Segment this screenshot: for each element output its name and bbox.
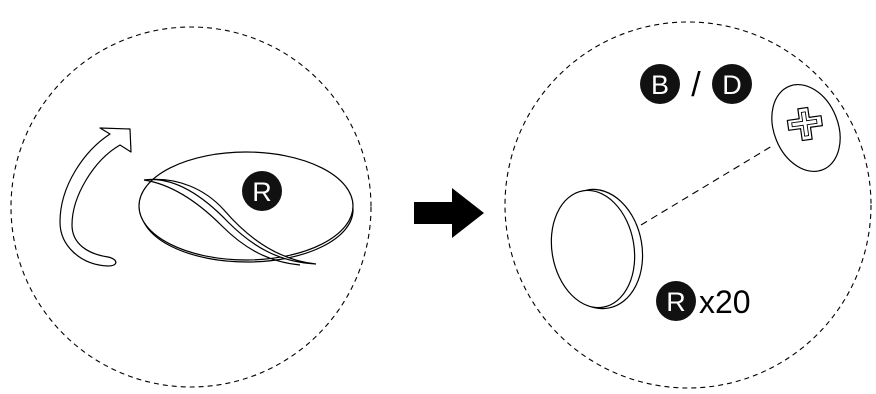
badge-b: B — [640, 64, 680, 104]
badge-r-left: R — [242, 171, 282, 211]
round-pad — [550, 188, 644, 310]
alignment-dashed-line — [640, 145, 773, 226]
right-step: B / D R x20 — [504, 21, 872, 389]
cross-recess-icon — [786, 106, 823, 142]
left-step: R — [10, 26, 372, 388]
svg-text:B: B — [651, 70, 669, 100]
svg-text:R: R — [666, 287, 686, 317]
badge-separator: / — [691, 66, 701, 104]
step-arrow-icon — [414, 188, 484, 238]
rotate-arrow-icon — [59, 127, 132, 267]
mount-hole — [771, 83, 841, 173]
peeled-backing-film — [143, 178, 317, 265]
right-dashed-circle — [504, 21, 872, 389]
adhesive-pad — [138, 151, 354, 266]
left-dashed-circle — [10, 26, 372, 388]
svg-text:D: D — [722, 70, 742, 100]
peeled-backing-film-edge — [143, 179, 301, 266]
quantity-label: x20 — [699, 284, 751, 320]
badge-d: D — [712, 64, 752, 104]
svg-text:R: R — [252, 177, 272, 207]
round-pad-face — [550, 189, 636, 309]
pad-top-surface — [138, 151, 354, 261]
badge-r-right: R — [656, 281, 696, 321]
cross-recess-inner-icon — [791, 111, 818, 137]
